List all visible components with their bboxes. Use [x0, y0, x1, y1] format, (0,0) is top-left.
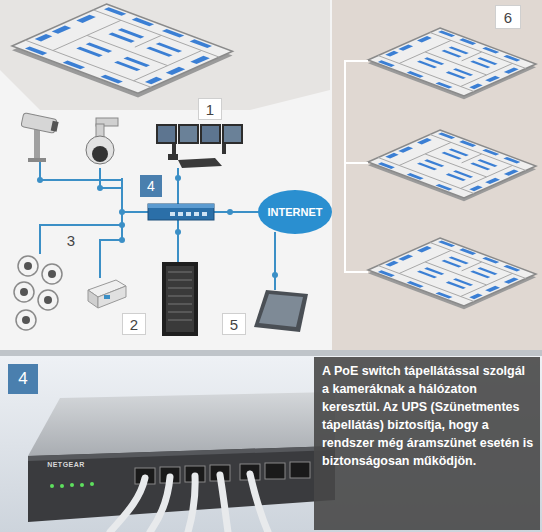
floor-plan	[368, 28, 536, 99]
brand-text: NETGEAR	[36, 459, 96, 469]
floor-plan	[368, 130, 536, 201]
switch-photo	[28, 392, 335, 532]
panel-bg	[0, 0, 542, 350]
bullet-camera	[21, 113, 59, 162]
monitor-wall	[156, 124, 243, 168]
panel-shade	[0, 0, 330, 110]
floor-plan	[12, 4, 232, 97]
internet-cloud: INTERNET	[258, 190, 332, 234]
server-rack	[162, 262, 198, 336]
callout-number: 5	[222, 313, 246, 335]
callout-number: 6	[495, 5, 521, 29]
text-panel: A PoE switch tápellátással szolgál a kam…	[314, 357, 540, 530]
divider	[0, 350, 542, 356]
poe-switch	[148, 204, 214, 220]
floor-plan	[368, 238, 536, 309]
dome-lenses	[20, 262, 56, 324]
callout-box: 4	[8, 364, 38, 394]
photo-bg	[0, 356, 542, 532]
panel-text: A PoE switch tápellátással szolgál a kam…	[322, 362, 534, 470]
node-text: 4	[147, 178, 155, 194]
callout-number: 1	[198, 98, 222, 120]
node-text: INTERNET	[268, 206, 323, 218]
node-text: 4	[18, 369, 27, 389]
tablet	[254, 290, 308, 332]
dome-camera	[86, 118, 118, 164]
callout-number: 2	[122, 313, 146, 335]
right-panel	[332, 0, 542, 350]
dome-cameras	[14, 256, 62, 330]
callout-box: 4	[140, 175, 162, 197]
callout-number: 3	[62, 230, 80, 250]
video-encoder	[88, 280, 126, 308]
site-bracket	[345, 61, 368, 272]
wire-dots	[37, 175, 278, 278]
network-wires	[40, 160, 275, 290]
